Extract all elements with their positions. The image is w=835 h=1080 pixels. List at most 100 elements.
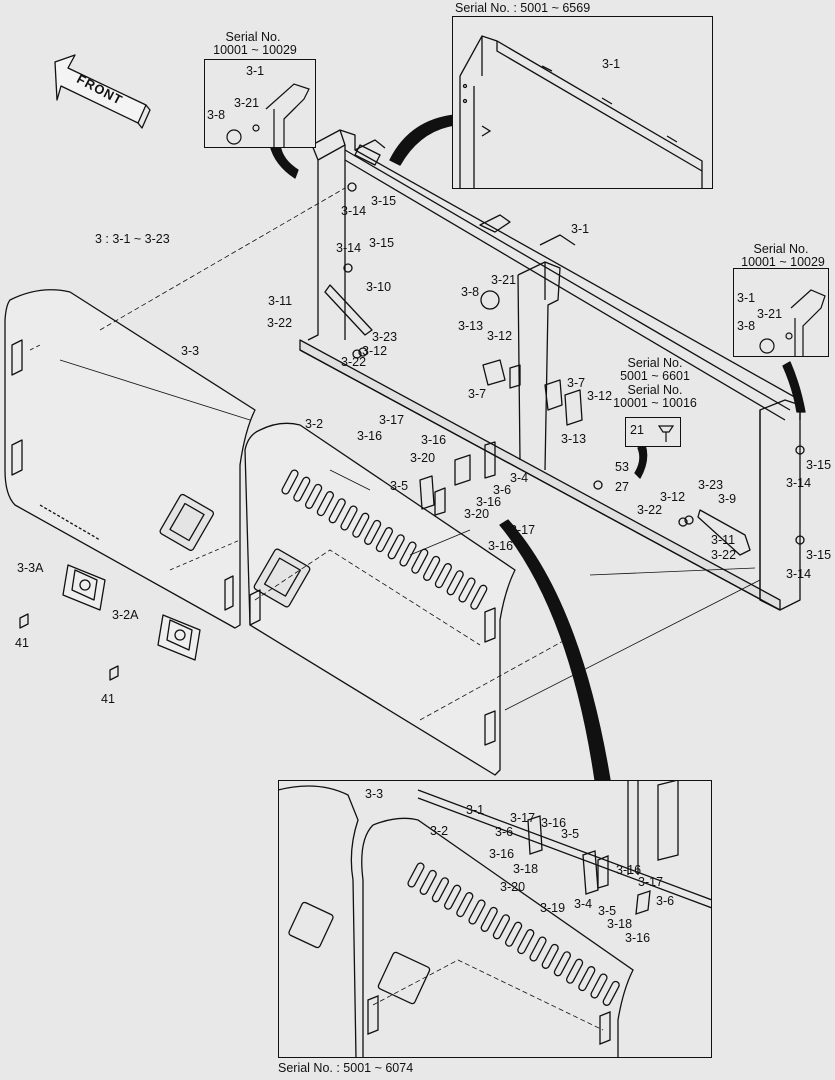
part-label: 3-17 bbox=[510, 811, 536, 825]
part-label: 3-12 bbox=[660, 490, 686, 504]
part-label: 53 bbox=[615, 460, 629, 474]
vent-slot bbox=[590, 973, 608, 999]
inset-left-serial-title: Serial No. bbox=[225, 30, 281, 44]
part-label: 3-22 bbox=[637, 503, 663, 517]
part-label: 3-1 bbox=[571, 222, 590, 236]
part-label: 3-12 bbox=[587, 389, 613, 403]
part-label: 3-16 bbox=[541, 816, 567, 830]
part-label: 3-4 bbox=[574, 897, 593, 911]
inset-top-serial: Serial No. : 5001 ~ 6569 bbox=[455, 1, 591, 15]
vent-slot bbox=[443, 884, 462, 910]
part-label: 3-15 bbox=[371, 194, 397, 208]
part-label: 3-14 bbox=[786, 567, 812, 581]
vent-slot bbox=[363, 519, 382, 545]
part-label: 3-20 bbox=[500, 880, 526, 894]
vent-slot bbox=[304, 483, 323, 509]
vent-slot bbox=[602, 980, 620, 1006]
part-label: 3-1 bbox=[737, 291, 756, 305]
part-label: 3-16 bbox=[357, 429, 383, 443]
part-label: 3-14 bbox=[341, 204, 367, 218]
part-label: 3-3 bbox=[365, 787, 384, 801]
vent-slot bbox=[419, 869, 437, 895]
part-label: 3-15 bbox=[806, 458, 832, 472]
handle-3-2A bbox=[157, 614, 201, 661]
part-label: 3-10 bbox=[366, 280, 392, 294]
vent-slot bbox=[517, 929, 535, 955]
part-label: 3-12 bbox=[362, 344, 388, 358]
callout-wedge-bottom bbox=[499, 519, 611, 781]
part-label: 3-12 bbox=[487, 329, 513, 343]
part-label: 3-4 bbox=[510, 471, 529, 485]
part-label: 3-8 bbox=[461, 285, 480, 299]
vent-slot bbox=[407, 862, 425, 888]
part-label: 3-5 bbox=[390, 479, 409, 493]
part-label: 3-3 bbox=[181, 344, 200, 358]
inset-left-top-drawing bbox=[226, 83, 310, 148]
vent-slot bbox=[492, 914, 511, 940]
inset-small-serial-b-title: Serial No. bbox=[627, 383, 683, 397]
callout-wedge-top bbox=[389, 114, 456, 166]
vent-slot bbox=[529, 936, 547, 962]
part-label: 3-17 bbox=[638, 875, 664, 889]
part-label: 3-16 bbox=[421, 433, 447, 447]
part-label: 3-22 bbox=[341, 355, 367, 369]
inset-right-serial-title: Serial No. bbox=[753, 242, 809, 256]
part-label: 3-15 bbox=[369, 236, 395, 250]
inset-top bbox=[452, 16, 713, 189]
part-label: 3-2A bbox=[112, 608, 139, 622]
part-label: 3-21 bbox=[757, 307, 783, 321]
part-label: 3-7 bbox=[567, 376, 586, 390]
vent-slot bbox=[565, 958, 584, 984]
part-label: 3-16 bbox=[616, 863, 642, 877]
vent-slot bbox=[470, 584, 488, 610]
part-label: 3-8 bbox=[207, 108, 226, 122]
part-label: 3-2 bbox=[305, 417, 324, 431]
inset-small bbox=[625, 417, 681, 447]
part-label: 3-11 bbox=[711, 533, 736, 547]
handle-3-3A bbox=[62, 564, 106, 611]
part-label: 3-18 bbox=[513, 862, 539, 876]
part-label: 3-14 bbox=[336, 241, 362, 255]
part-label: 3-16 bbox=[488, 539, 514, 553]
inset-right bbox=[733, 268, 829, 357]
part-label: 3-21 bbox=[491, 273, 517, 287]
part-label: 3-8 bbox=[737, 319, 756, 333]
part-label: 3-14 bbox=[786, 476, 812, 490]
part-label: 3-21 bbox=[234, 96, 260, 110]
part-label: 3-16 bbox=[489, 847, 515, 861]
inset-small-serial-b-range: 10001 ~ 10016 bbox=[613, 396, 697, 410]
vent-slot bbox=[431, 877, 450, 903]
part-label: 3-6 bbox=[493, 483, 512, 497]
front-arrow-icon bbox=[54, 54, 147, 124]
part-label: 3-20 bbox=[410, 451, 436, 465]
part-label: 3-23 bbox=[372, 330, 398, 344]
panel-3-3 bbox=[4, 289, 256, 629]
vent-slot bbox=[458, 577, 476, 603]
part-label: 27 bbox=[615, 480, 629, 494]
vent-slot bbox=[468, 899, 486, 925]
part-label: 21 bbox=[630, 423, 644, 437]
vent-slot bbox=[456, 892, 474, 918]
part-label: 3-22 bbox=[267, 316, 293, 330]
part-label: 3-23 bbox=[698, 478, 724, 492]
inset-right-serial-range: 10001 ~ 10029 bbox=[741, 255, 825, 269]
part-label: 3-5 bbox=[561, 827, 580, 841]
vent-slot bbox=[411, 548, 429, 574]
part-label: 3-11 bbox=[268, 294, 293, 308]
part-label: 3-17 bbox=[510, 523, 536, 537]
vent-slot bbox=[281, 469, 299, 495]
vent-slot bbox=[328, 498, 346, 524]
inset-small-drawing bbox=[657, 425, 675, 442]
part-label: 3-1 bbox=[246, 64, 265, 78]
part-label: 3-17 bbox=[379, 413, 405, 427]
inset-bottom-drawing bbox=[278, 780, 712, 1058]
vent-slot bbox=[578, 966, 596, 992]
vent-slot bbox=[553, 951, 572, 977]
part-label: 3-16 bbox=[625, 931, 651, 945]
inset-left-serial-range: 10001 ~ 10029 bbox=[213, 43, 297, 57]
part-label: 3-19 bbox=[540, 901, 566, 915]
inset-top-drawing bbox=[459, 35, 703, 189]
vent-slot bbox=[340, 505, 358, 531]
panel-3-2 bbox=[244, 422, 516, 776]
